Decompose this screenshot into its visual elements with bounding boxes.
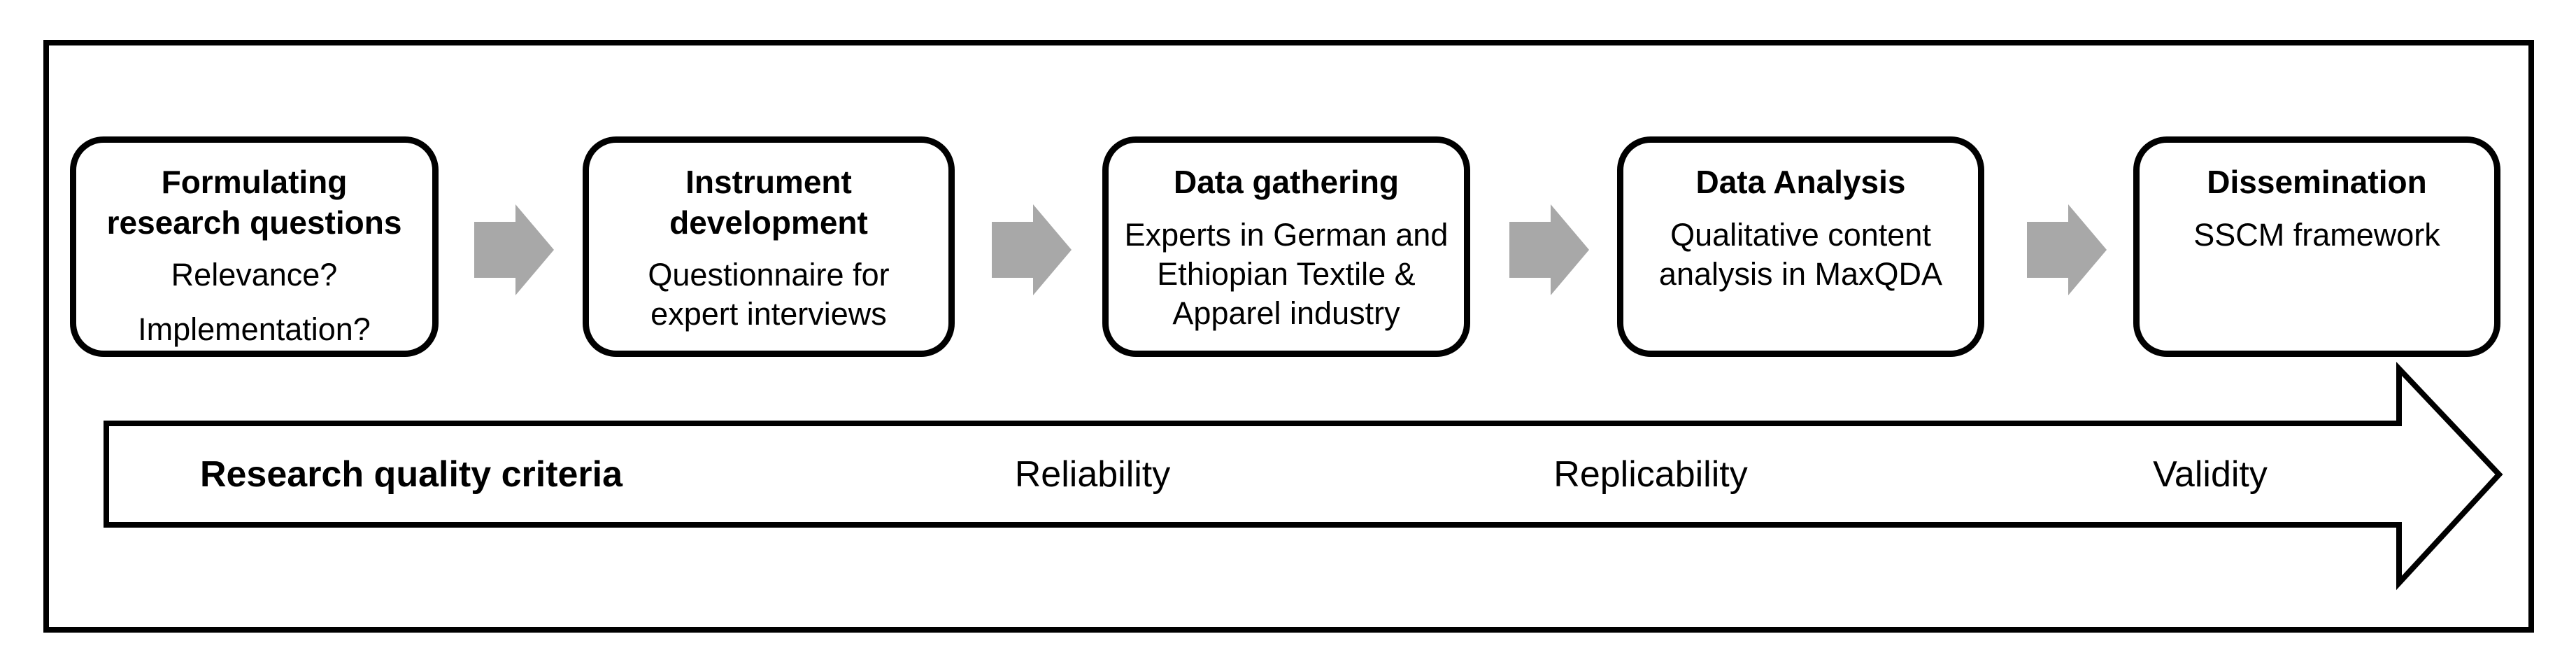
step-details: SSCM framework <box>2140 216 2494 255</box>
quality-criterion-validity: Validity <box>2153 454 2268 495</box>
connector-arrow-icon <box>992 204 1072 295</box>
step-title: Data gathering <box>1173 164 1400 200</box>
step-details: Experts in German and Ethiopian Textile … <box>1109 216 1464 334</box>
step-title: Dissemination <box>2207 164 2427 200</box>
step-detail: Questionnaire for expert interviews <box>648 257 890 332</box>
quality-criterion-replicability: Replicability <box>1553 454 1748 495</box>
step-detail: Relevance? <box>171 257 338 293</box>
quality-arrow-heading: Research quality criteria <box>199 454 623 495</box>
connector-arrow-icon <box>1509 204 1589 295</box>
step-box-dissemination: Dissemination SSCM framework <box>2133 136 2500 357</box>
step-details: Questionnaire for expert interviews <box>589 255 948 334</box>
quality-criterion-reliability: Reliability <box>1014 454 1171 495</box>
step-box-data-gathering: Data gathering Experts in German and Eth… <box>1102 136 1470 357</box>
step-title: Data Analysis <box>1695 164 1906 200</box>
quality-arrow-shape <box>104 361 2503 591</box>
step-detail: SSCM framework <box>2193 216 2440 253</box>
step-title: Formulating research questions <box>106 164 402 241</box>
connector-arrow-icon <box>474 204 554 295</box>
step-box-instrument-development: Instrument development Questionnaire for… <box>583 136 955 357</box>
step-details: Relevance? Implementation? <box>76 255 432 350</box>
step-details: Qualitative content analysis in MaxQDA <box>1623 216 1978 295</box>
step-box-data-analysis: Data Analysis Qualitative content analys… <box>1617 136 1984 357</box>
connector-arrow-icon <box>2027 204 2107 295</box>
step-detail: Implementation? <box>138 311 371 348</box>
step-box-formulating-research-questions: Formulating research questions Relevance… <box>70 136 439 357</box>
step-detail: Qualitative content analysis in MaxQDA <box>1658 216 1943 292</box>
step-title: Instrument development <box>669 164 868 241</box>
step-detail: Experts in German and Ethiopian Textile … <box>1124 216 1449 332</box>
